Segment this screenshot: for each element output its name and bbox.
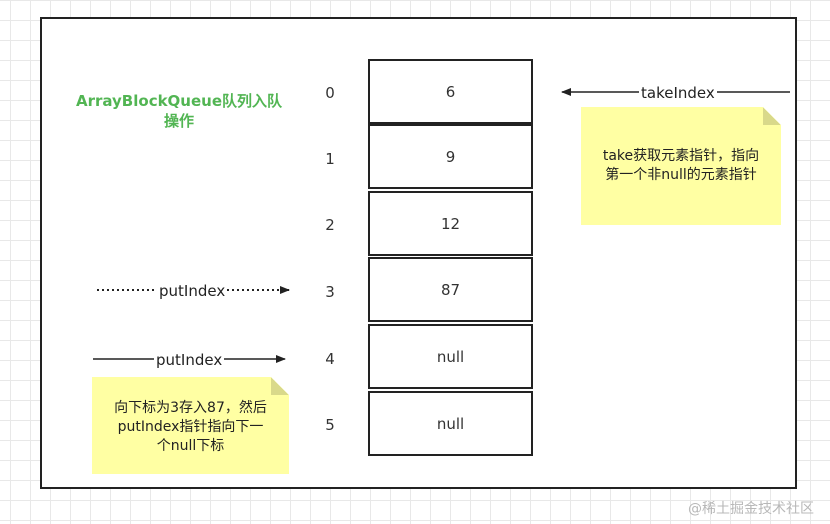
array-cell-3: 87 bbox=[368, 257, 533, 322]
take-note-line-2: 第一个非null的元素指针 bbox=[605, 167, 757, 183]
put-note-line-3: 个null下标 bbox=[156, 438, 225, 454]
put-index-old-label: putIndex bbox=[157, 282, 228, 300]
index-label-4: 4 bbox=[325, 350, 335, 368]
diagram-title: ArrayBlockQueue队列入队 操作 bbox=[68, 91, 290, 131]
cell-value: null bbox=[436, 414, 465, 433]
array-cell-2: 12 bbox=[368, 191, 533, 256]
put-note: 向下标为3存入87，然后 putIndex指针指向下一 个null下标 bbox=[92, 377, 289, 474]
index-label-0: 0 bbox=[325, 84, 335, 102]
note-fold-corner bbox=[763, 107, 781, 125]
cell-value: 9 bbox=[445, 147, 456, 166]
array-cell-4: null bbox=[368, 324, 533, 389]
cell-value: 12 bbox=[440, 214, 461, 233]
index-label-1: 1 bbox=[325, 150, 335, 168]
take-note-line-1: take获取元素指针，指向 bbox=[602, 148, 760, 164]
take-index-label: takeIndex bbox=[639, 84, 717, 102]
title-line-1: ArrayBlockQueue队列入队 bbox=[75, 92, 283, 110]
put-note-line-1: 向下标为3存入87，然后 bbox=[114, 400, 267, 416]
array-cell-1: 9 bbox=[368, 124, 533, 189]
take-note-text: take获取元素指针，指向 第一个非null的元素指针 bbox=[587, 147, 775, 185]
put-index-new-label: putIndex bbox=[154, 351, 225, 369]
watermark: @稀土掘金技术社区 bbox=[688, 501, 814, 517]
put-note-line-2: putIndex指针指向下一 bbox=[117, 419, 264, 435]
cell-value: 6 bbox=[445, 82, 456, 101]
cell-value: null bbox=[436, 347, 465, 366]
array-cell-0: 6 bbox=[368, 59, 533, 124]
index-label-2: 2 bbox=[325, 216, 335, 234]
put-note-text: 向下标为3存入87，然后 putIndex指针指向下一 个null下标 bbox=[98, 399, 283, 456]
array-cell-5: null bbox=[368, 391, 533, 456]
take-note: take获取元素指针，指向 第一个非null的元素指针 bbox=[581, 107, 781, 225]
cell-value: 87 bbox=[440, 280, 461, 299]
title-line-2: 操作 bbox=[163, 112, 194, 130]
index-label-5: 5 bbox=[325, 416, 335, 434]
index-label-3: 3 bbox=[325, 283, 335, 301]
note-fold-corner bbox=[271, 377, 289, 395]
